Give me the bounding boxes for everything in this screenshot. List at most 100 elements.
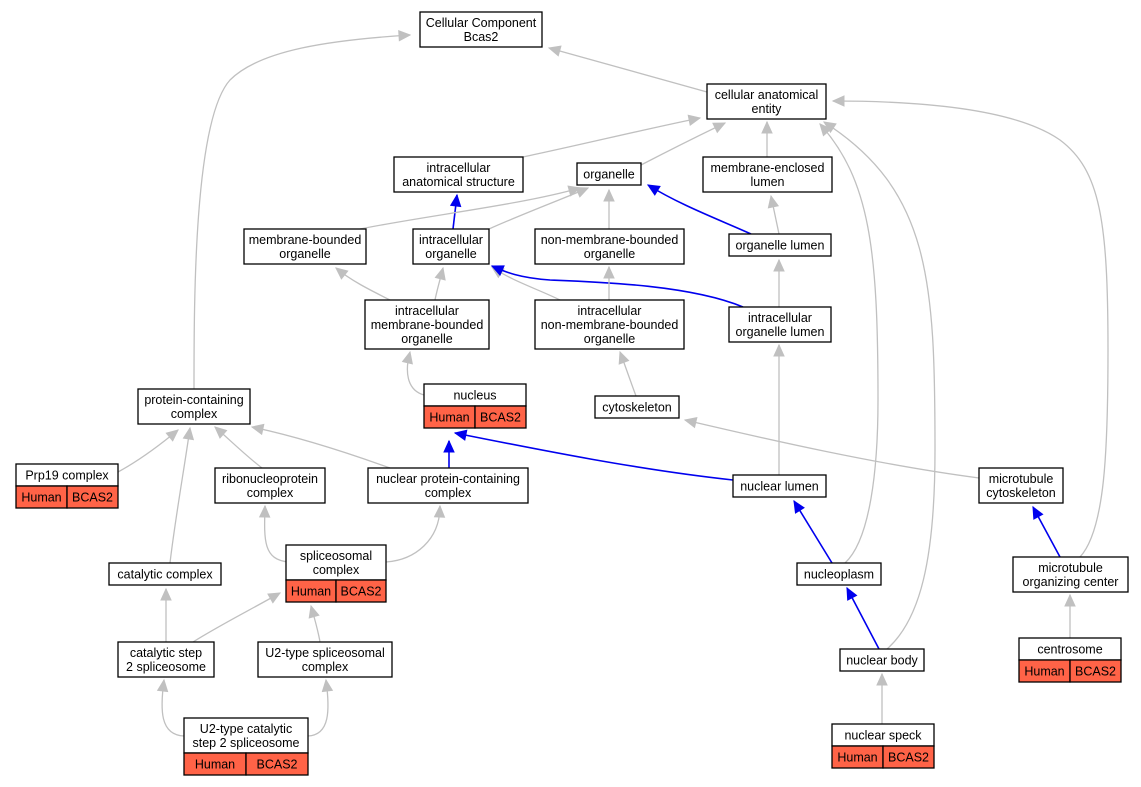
node-label: entity: [752, 102, 783, 116]
node-label: cellular anatomical: [715, 88, 819, 102]
node-label: step 2 spliceosome: [192, 736, 299, 750]
arrowhead: [321, 678, 334, 693]
edge-cent-to-mtoc: [1064, 593, 1076, 638]
node-label: catalytic step: [130, 646, 202, 660]
edge-cae-to-cc: [547, 45, 708, 93]
node-box: [839, 648, 925, 672]
edge-np-to-nl: [793, 499, 833, 564]
arrowhead: [449, 193, 462, 208]
edge-iol-to-io: [490, 265, 744, 308]
node-ol[interactable]: organelle lumen: [728, 233, 832, 257]
gene-cell: [1069, 659, 1122, 683]
arrowhead: [160, 587, 172, 601]
node-label: nuclear protein-containing: [376, 472, 520, 486]
node-box: [594, 395, 680, 419]
edge-inmbo-to-io: [490, 266, 561, 301]
node-box: [732, 474, 827, 498]
arrowhead: [761, 120, 773, 134]
node-label: complex: [171, 407, 218, 421]
arrowhead: [575, 187, 590, 198]
gene-label: BCAS2: [1075, 665, 1116, 679]
node-org[interactable]: organelle: [576, 162, 642, 186]
arrowhead: [433, 504, 446, 518]
species-label: Human: [21, 491, 61, 505]
edge-ias-to-cae: [522, 114, 702, 158]
node-nl[interactable]: nuclear lumen: [732, 474, 827, 498]
node-inmbo[interactable]: intracellularnon-membrane-boundedorganel…: [534, 299, 685, 350]
arrowhead: [603, 188, 615, 202]
node-label: Cellular Component: [426, 16, 537, 30]
node-box: [285, 544, 387, 581]
node-label: catalytic complex: [117, 568, 213, 582]
edge-spl-to-npcc: [385, 504, 446, 563]
edge-npcc-to-pcc: [250, 423, 391, 469]
edge-nuc-to-imbo: [401, 350, 425, 396]
edge-mtc-to-cyto: [683, 417, 980, 479]
node-label: complex: [425, 486, 472, 500]
arrowhead: [267, 592, 282, 604]
node-label: 2 spliceosome: [126, 660, 206, 674]
gene-label: BCAS2: [888, 751, 929, 765]
gene-cell: [474, 405, 527, 429]
node-box: [706, 83, 827, 120]
node-np[interactable]: nucleoplasm: [796, 562, 882, 586]
node-box: [412, 228, 490, 265]
edge-pcc-to-cc: [193, 29, 412, 390]
node-box: [108, 562, 222, 586]
node-label: organelle: [584, 332, 635, 346]
node-nb[interactable]: nuclear body: [839, 648, 925, 672]
node-label: cytoskeleton: [986, 486, 1056, 500]
arrowhead: [401, 350, 413, 365]
node-box: [534, 299, 685, 350]
node-cyto[interactable]: cytoskeleton: [594, 395, 680, 419]
node-label: U2-type spliceosomal: [265, 646, 385, 660]
arrowhead: [687, 114, 702, 126]
node-label: ribonucleoprotein: [222, 472, 318, 486]
arrowhead: [618, 350, 630, 365]
arrowhead: [1064, 593, 1076, 607]
node-label: complex: [313, 563, 360, 577]
edge-io-to-ias: [449, 193, 462, 230]
edge-nmbo-to-org: [603, 188, 615, 229]
node-label: organelle: [401, 332, 452, 346]
node-label: intracellular: [748, 311, 812, 325]
edge-org-to-cae: [640, 122, 727, 166]
node-label: intracellular: [578, 304, 642, 318]
node-label: organelle: [279, 247, 330, 261]
node-label: nuclear body: [846, 654, 918, 668]
node-box: [137, 388, 251, 425]
arrowhead: [646, 184, 661, 196]
edge-cs2-to-spl: [192, 592, 282, 643]
node-label: complex: [247, 486, 294, 500]
node-label: nucleus: [453, 389, 496, 403]
node-label: organelle lumen: [736, 239, 825, 253]
node-cat[interactable]: catalytic complex: [108, 562, 222, 586]
node-label: lumen: [750, 175, 784, 189]
arrowhead: [182, 426, 195, 441]
edge-ol-to-org: [646, 184, 752, 235]
node-label: microtubule: [1038, 561, 1103, 575]
